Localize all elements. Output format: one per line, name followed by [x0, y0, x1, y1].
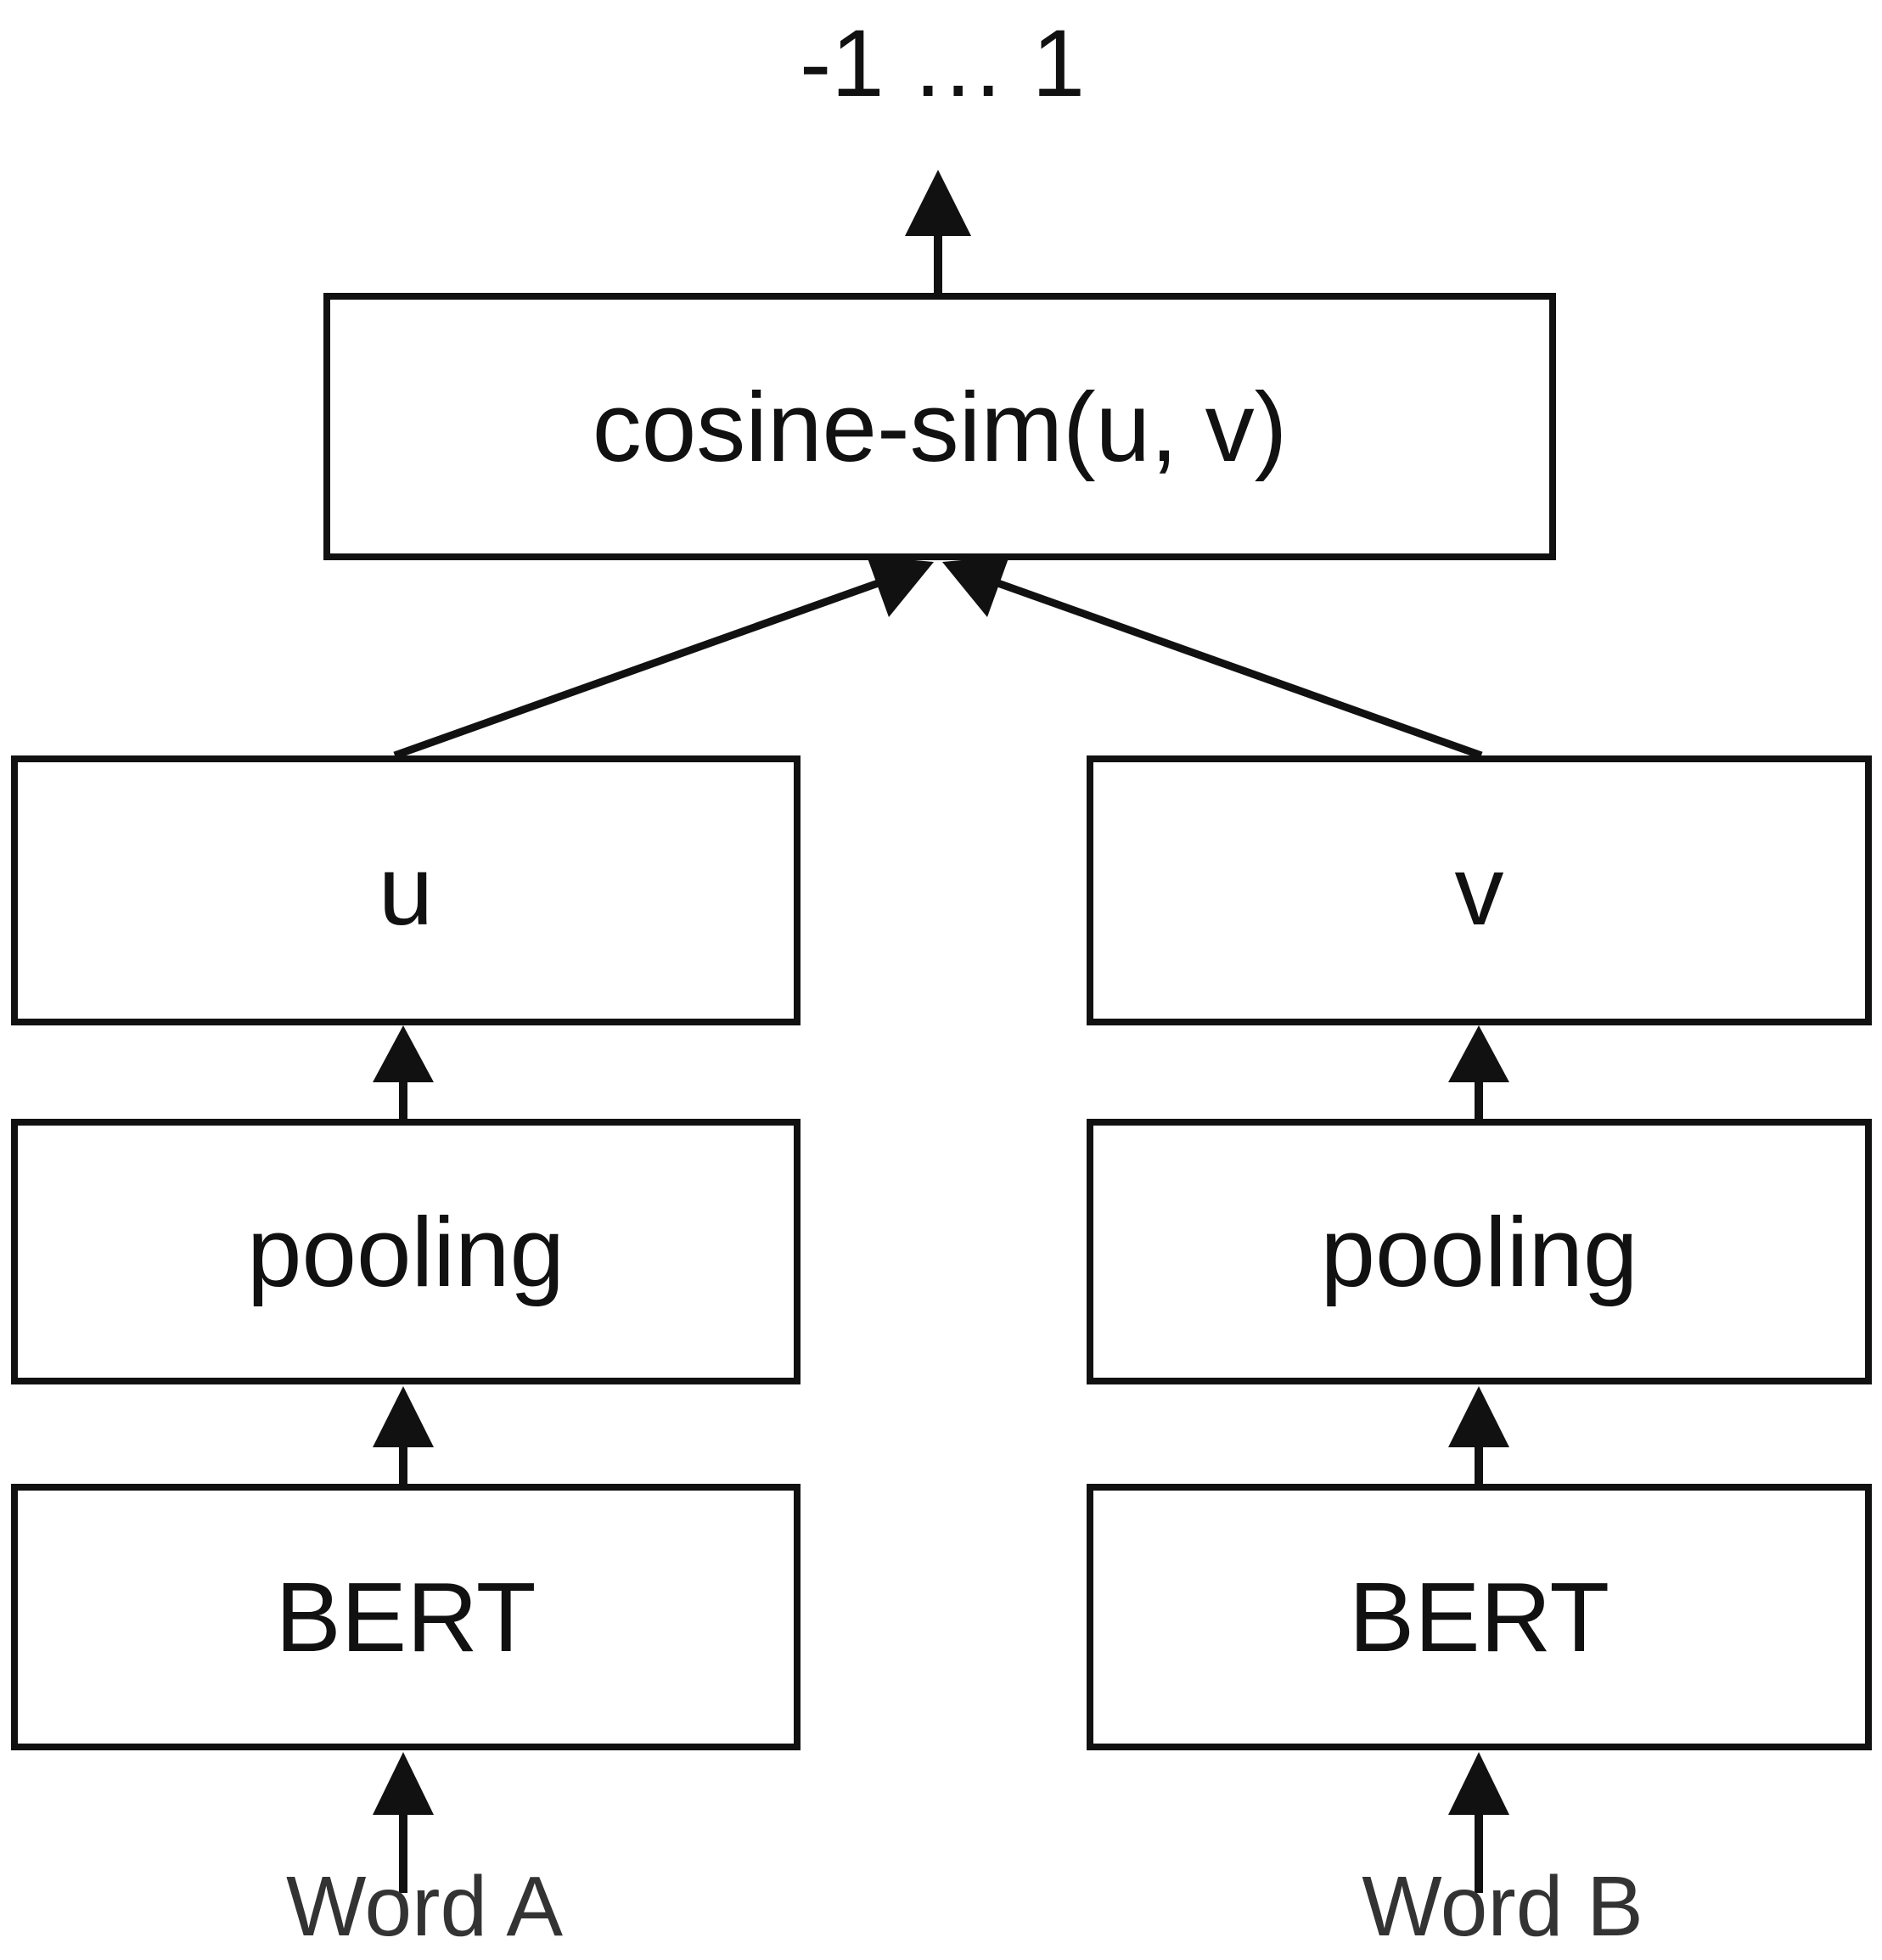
embedding-v-label: v [1454, 835, 1504, 946]
arrow-bert-a-to-pooling-a [373, 1386, 434, 1484]
bert-a-label: BERT [275, 1562, 537, 1672]
embedding-v-box: v [1087, 755, 1872, 1025]
embedding-u-label: u [378, 835, 434, 946]
pooling-b-label: pooling [1320, 1196, 1638, 1307]
input-word-a-label: Word A [285, 1859, 564, 1954]
arrow-bert-b-to-pooling-b [1448, 1386, 1509, 1484]
pooling-a-label: pooling [246, 1196, 565, 1307]
arrow-v-to-cosine [942, 556, 1483, 760]
arrow-cosine-to-output [905, 170, 971, 293]
embedding-u-box: u [11, 755, 801, 1025]
arrow-pooling-b-to-v [1448, 1025, 1509, 1119]
pooling-b-box: pooling [1087, 1119, 1872, 1384]
cosine-similarity-box: cosine-sim(u, v) [323, 293, 1556, 560]
output-range-label: -1 … 1 [799, 10, 1086, 116]
bert-b-box: BERT [1087, 1484, 1872, 1750]
bert-b-label: BERT [1348, 1562, 1610, 1672]
input-word-b-label: Word B [1362, 1859, 1643, 1954]
bert-a-box: BERT [11, 1484, 801, 1750]
cosine-similarity-label: cosine-sim(u, v) [592, 371, 1288, 482]
pooling-a-box: pooling [11, 1119, 801, 1384]
arrow-pooling-a-to-u [373, 1025, 434, 1119]
arrow-u-to-cosine [393, 556, 934, 760]
